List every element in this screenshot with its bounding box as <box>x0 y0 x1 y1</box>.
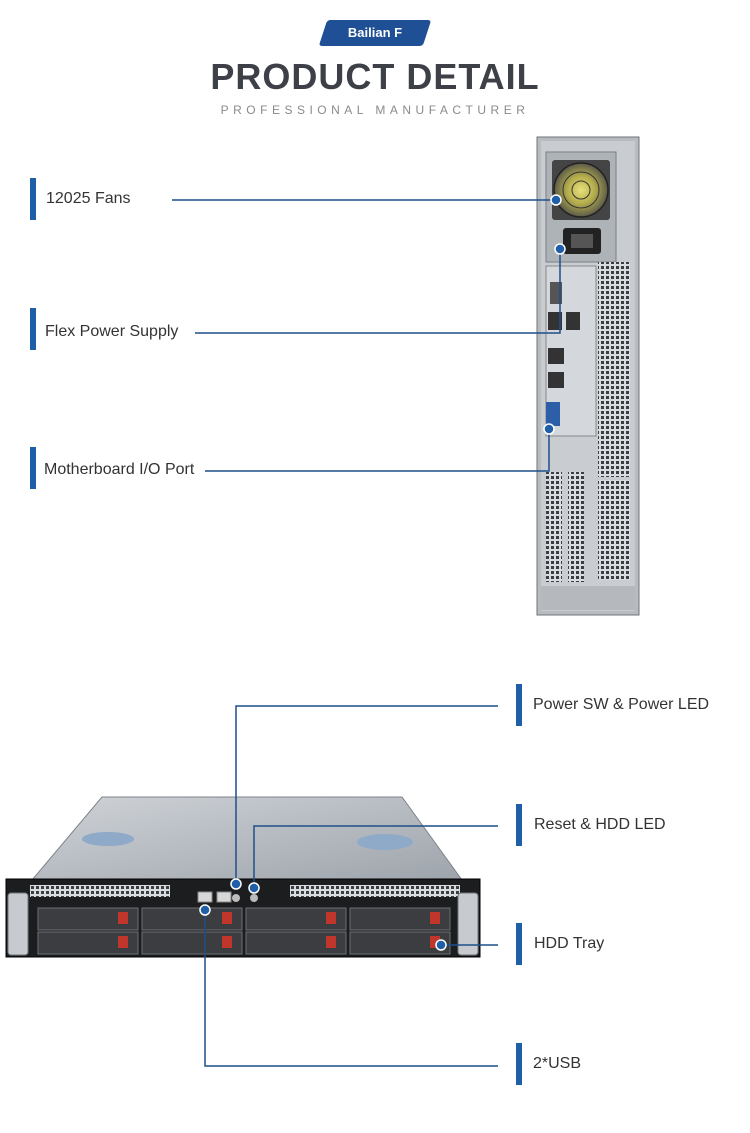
usb-marker-dot <box>199 904 211 916</box>
callout-bar <box>30 308 36 350</box>
io-marker-dot <box>543 423 555 435</box>
callout-bar <box>516 1043 522 1085</box>
rear-callout-lines <box>172 199 561 472</box>
callout-reset-label: Reset & HDD LED <box>534 816 666 833</box>
callout-io-port-label: Motherboard I/O Port <box>44 461 195 478</box>
callout-fans-label: 12025 Fans <box>46 190 131 207</box>
callout-bar <box>516 684 522 726</box>
callout-bar <box>516 923 522 965</box>
callout-usb-label: 2*USB <box>533 1055 582 1072</box>
reset-marker-dot <box>248 882 260 894</box>
callout-bar <box>516 804 522 846</box>
fan-marker-dot <box>550 194 562 206</box>
rear-chassis-image <box>536 136 640 616</box>
power-switch-marker-dot <box>230 878 242 890</box>
callout-power-supply-label: Flex Power Supply <box>45 323 179 340</box>
callout-bar <box>30 178 36 220</box>
brand-logo: Bailian F <box>347 25 403 40</box>
front-callout-lines <box>204 705 498 1067</box>
callout-hdd-tray-label: HDD Tray <box>534 935 605 952</box>
callout-bar <box>30 447 36 489</box>
callout-power-switch-label: Power SW & Power LED <box>533 696 710 713</box>
page-subtitle: PROFESSIONAL MANUFACTURER <box>220 103 530 117</box>
front-chassis-image <box>5 796 481 958</box>
page-title: PRODUCT DETAIL <box>210 56 540 97</box>
hdd-tray-marker-dot <box>435 939 447 951</box>
psu-marker-dot <box>554 243 566 255</box>
